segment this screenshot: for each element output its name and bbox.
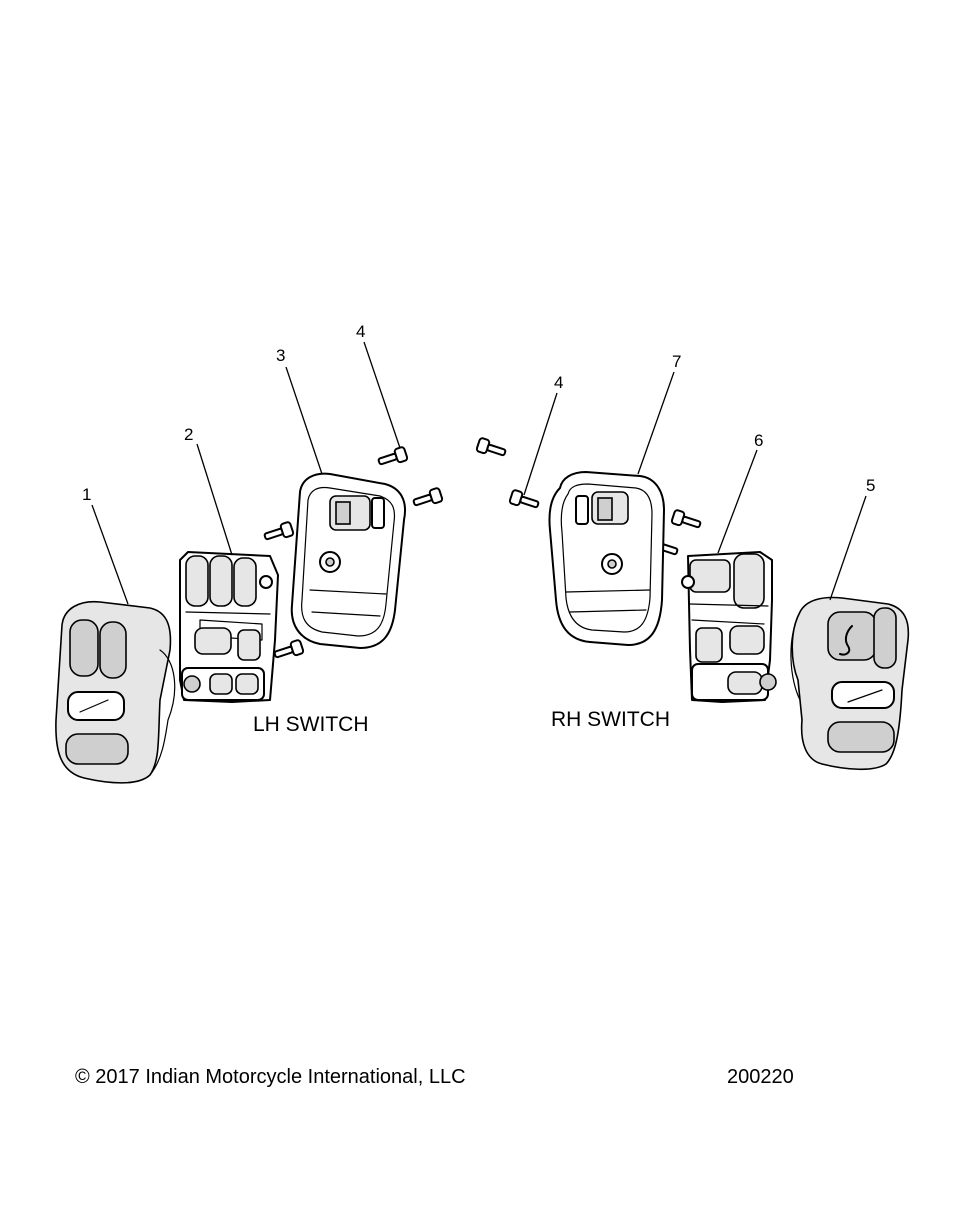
callout-2: 2: [184, 425, 193, 444]
rh-switch-label: RH SWITCH: [551, 708, 670, 731]
callout-1: 1: [82, 485, 91, 504]
diagram-id: 200220: [727, 1066, 794, 1088]
callout-numbers: 1 2 3 4 4 5 6 7: [82, 322, 875, 504]
callout-5: 5: [866, 476, 875, 495]
callout-7: 7: [672, 352, 681, 371]
part-2-lh-switch-body: [179, 551, 279, 703]
part-3-lh-rear-housing: [290, 472, 406, 649]
callout-3: 3: [276, 346, 285, 365]
callout-4-lh: 4: [356, 322, 365, 341]
lh-switch-label: LH SWITCH: [253, 713, 369, 736]
part-7-rh-rear-housing: [548, 471, 665, 646]
part-1-lh-housing: [55, 600, 176, 784]
part-4-bolts-lh: [263, 446, 444, 659]
callout-6: 6: [754, 431, 763, 450]
leader-lines: [91, 341, 867, 605]
part-5-rh-housing: [790, 596, 910, 771]
copyright-text: © 2017 Indian Motorcycle International, …: [75, 1066, 466, 1088]
part-6-rh-switch-body: [681, 551, 777, 703]
callout-4-rh: 4: [554, 373, 563, 392]
